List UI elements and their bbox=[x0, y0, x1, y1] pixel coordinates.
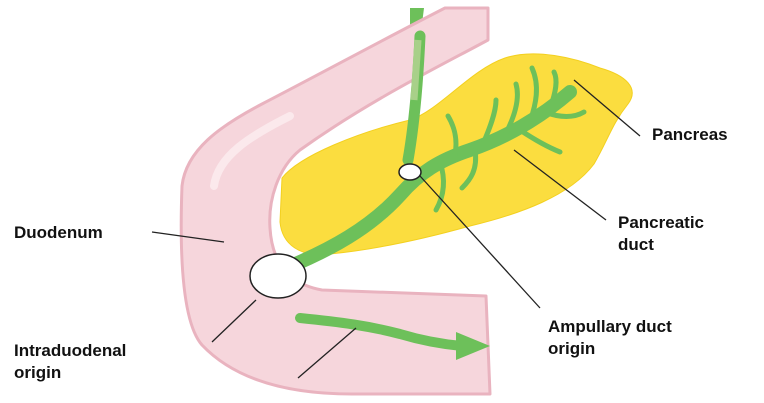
bile-duct-faint bbox=[414, 40, 418, 100]
label-duodenum: Duodenum bbox=[14, 222, 103, 244]
label-pancreas-text: Pancreas bbox=[652, 124, 728, 146]
label-pancreatic-duct: Pancreatic duct bbox=[618, 212, 704, 256]
label-ampullary-duct-origin: Ampullary duct origin bbox=[548, 316, 672, 360]
label-pancreatic-duct-line2: duct bbox=[618, 234, 704, 256]
label-intraduodenal-line1: Intraduodenal bbox=[14, 340, 126, 362]
ampullary-origin-marker bbox=[399, 164, 421, 180]
label-ampullary-line2: origin bbox=[548, 338, 672, 360]
label-intraduodenal-origin: Intraduodenal origin bbox=[14, 340, 126, 384]
label-intraduodenal-line2: origin bbox=[14, 362, 126, 384]
label-pancreas: Pancreas bbox=[652, 124, 728, 146]
label-duodenum-text: Duodenum bbox=[14, 222, 103, 244]
label-pancreatic-duct-line1: Pancreatic bbox=[618, 212, 704, 234]
label-ampullary-line1: Ampullary duct bbox=[548, 316, 672, 338]
intraduodenal-origin-marker bbox=[250, 254, 306, 298]
